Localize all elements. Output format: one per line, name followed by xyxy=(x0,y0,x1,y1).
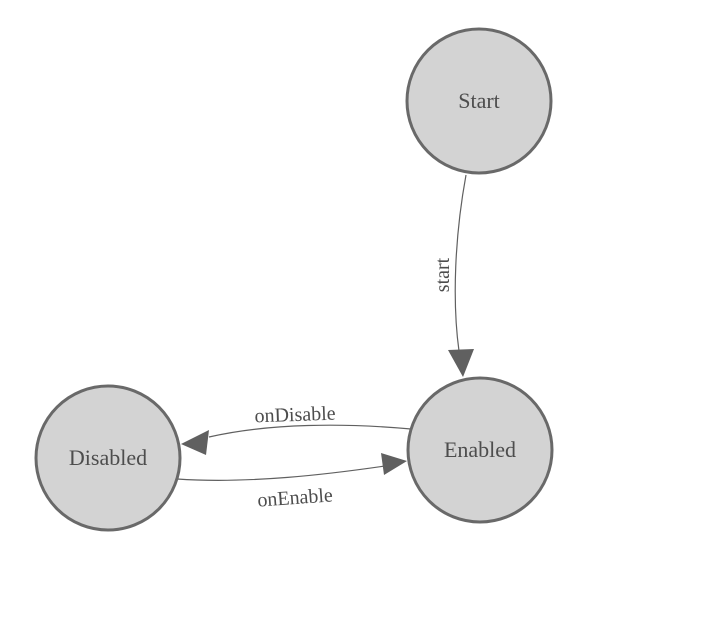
state-node-disabled: Disabled xyxy=(34,384,182,532)
state-node-start-label: Start xyxy=(458,88,500,113)
edge-label-ondisable: onDisable xyxy=(254,403,336,428)
edge-enabled-to-disabled-line xyxy=(208,424,412,438)
state-node-start: Start xyxy=(405,27,553,175)
edge-disabled-to-enabled: onEnable xyxy=(176,453,407,512)
arrowhead-disabled-to-enabled xyxy=(381,453,407,475)
edge-start-to-enabled: start xyxy=(432,174,474,377)
state-node-enabled: Enabled xyxy=(406,376,554,524)
state-node-disabled-label: Disabled xyxy=(69,445,147,470)
state-node-disabled-circle xyxy=(34,384,182,532)
state-node-enabled-circle xyxy=(406,376,554,524)
edge-enabled-to-disabled: onDisable xyxy=(181,403,412,455)
state-node-enabled-label: Enabled xyxy=(444,437,516,462)
edge-disabled-to-enabled-line xyxy=(176,465,386,481)
edge-label-start: start xyxy=(432,257,454,292)
edge-label-onenable: onEnable xyxy=(257,484,334,511)
arrowhead-enabled-to-disabled xyxy=(181,430,209,455)
arrowhead-start-to-enabled xyxy=(448,349,474,377)
state-node-start-circle xyxy=(405,27,553,175)
edge-start-to-enabled-line xyxy=(454,174,467,352)
